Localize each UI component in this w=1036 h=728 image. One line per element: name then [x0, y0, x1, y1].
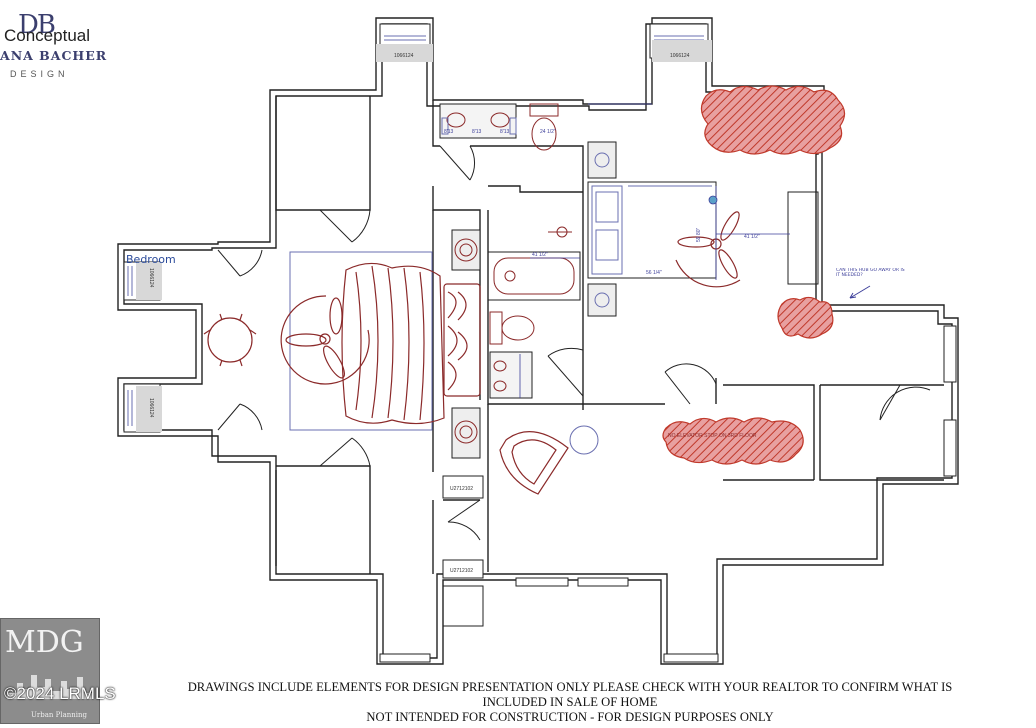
closet-tag-2: U2712102 — [450, 568, 473, 574]
markup-clouds — [662, 85, 846, 465]
window-tag-3: 1066124 — [148, 268, 154, 288]
dimension-lines — [519, 103, 790, 398]
designer-logo: DB Conceptual ANA BACHER DESIGN — [0, 6, 110, 79]
shower-valve — [548, 226, 572, 238]
logo-tagline: Conceptual — [4, 26, 91, 45]
dimension-label-3: 41 1/2" — [744, 234, 760, 240]
closet-tag-1: U2712102 — [450, 486, 473, 492]
window-tag-2: 1066124 — [670, 53, 690, 59]
armchair — [499, 431, 569, 495]
dimension-label-2: 56 1/4" — [646, 270, 662, 276]
window-tag-1: 1066124 — [394, 53, 414, 59]
disclaimer-text: DRAWINGS INCLUDE ELEMENTS FOR DESIGN PRE… — [140, 680, 1000, 725]
window-tag-4: 1066124 — [148, 398, 154, 418]
door-swings — [217, 145, 931, 541]
note-hub-container: CAN THIS HUB GO AWAY OR IS IT NEEDED? — [836, 268, 905, 278]
nightstand-lamps — [451, 229, 481, 459]
window-sill-shading — [136, 40, 712, 432]
room-label-bedroom: Bedroom — [126, 253, 176, 266]
ceiling-fan-secondary — [675, 211, 741, 288]
mdg-brand: MDG — [5, 625, 84, 660]
round-table — [203, 313, 257, 367]
disclaimer-line-3: NOT INTENDED FOR CONSTRUCTION - FOR DESI… — [366, 710, 774, 724]
dimension-label-8: 8'13 — [500, 129, 510, 135]
disclaimer-line-2: INCLUDED IN SALE OF HOME — [482, 695, 658, 709]
ceiling-fan-bedroom — [280, 295, 370, 385]
closet-boxes — [442, 475, 484, 627]
note-arrow — [849, 285, 871, 299]
logo-monogram: DB — [18, 10, 56, 40]
bathtub — [487, 251, 581, 301]
dimension-label-4: 59 80" — [696, 227, 702, 242]
copyright-mark: ©2024 LRMLS — [4, 684, 116, 703]
lower-vanity — [489, 351, 533, 399]
logo-subtitle: DESIGN — [10, 69, 69, 79]
dimension-label-6: 8'13 — [444, 129, 454, 135]
bath-vanity — [439, 103, 517, 139]
mdg-caption: Urban Planning — [31, 711, 87, 719]
window-glass — [127, 35, 704, 426]
note-hub: CAN THIS HUB GO AWAY OR IS IT NEEDED? — [836, 268, 905, 278]
bedroom-rug — [289, 251, 433, 431]
toilet-lower — [489, 311, 535, 345]
toilet-upper — [529, 103, 559, 151]
dimension-label-5: 41 1/2" — [532, 252, 548, 258]
mdg-watermark: MDG Urban Planning — [0, 618, 100, 724]
note-elevator: NO ELEVATOR STOP ON 3RD FLOOR — [668, 433, 757, 439]
dimension-label-7: 8'13 — [472, 129, 482, 135]
secondary-nightstands — [587, 141, 617, 317]
dresser — [787, 191, 819, 285]
disclaimer-line-1: DRAWINGS INCLUDE ELEMENTS FOR DESIGN PRE… — [187, 680, 953, 694]
logo-name: ANA BACHER — [0, 48, 108, 63]
side-table — [569, 425, 599, 455]
king-bed — [341, 262, 481, 425]
dimension-label-1: 24 1/2" — [540, 129, 556, 135]
mdg-skyline-icon — [7, 675, 93, 699]
